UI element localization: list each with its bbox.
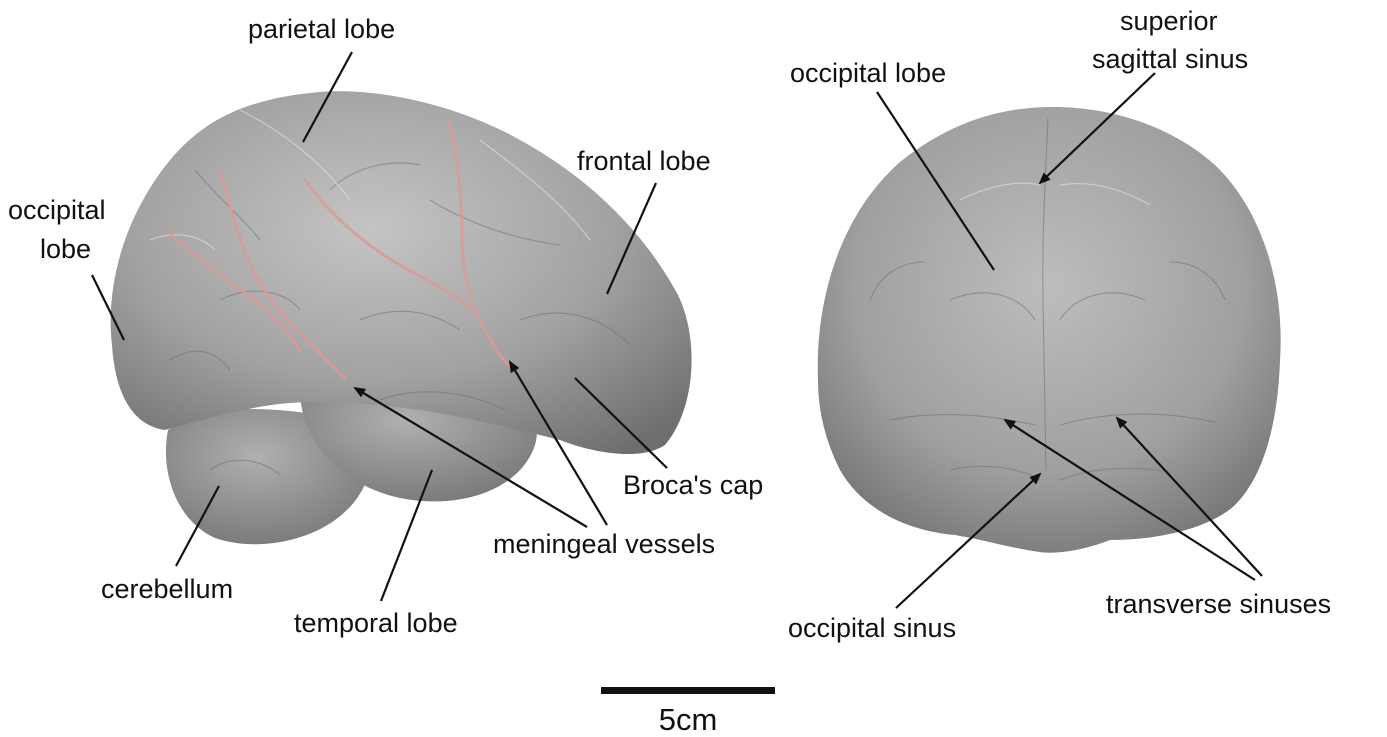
label-meningeal-vessels: meningeal vessels xyxy=(493,529,715,559)
label-occipital-sinus: occipital sinus xyxy=(788,613,956,643)
label-temporal-lobe: temporal lobe xyxy=(294,608,458,638)
label-transverse-sinuses: transverse sinuses xyxy=(1106,589,1331,619)
label-frontal-lobe: frontal lobe xyxy=(577,146,711,176)
label-occipital-lobe-left-line2: lobe xyxy=(40,234,91,264)
scale-bar: 5cm xyxy=(601,687,775,737)
label-superior-sagittal-sinus-line1: superior xyxy=(1120,6,1218,36)
label-superior-sagittal-sinus-line2: sagittal sinus xyxy=(1092,44,1248,74)
label-parietal-lobe: parietal lobe xyxy=(248,14,395,44)
label-cerebellum: cerebellum xyxy=(101,574,233,604)
scale-bar-label: 5cm xyxy=(659,702,718,737)
label-occipital-lobe-left-line1: occipital xyxy=(8,195,106,225)
label-brocas-cap: Broca's cap xyxy=(623,470,763,500)
label-occipital-lobe-right: occipital lobe xyxy=(790,58,946,88)
scale-bar-line xyxy=(601,687,775,694)
